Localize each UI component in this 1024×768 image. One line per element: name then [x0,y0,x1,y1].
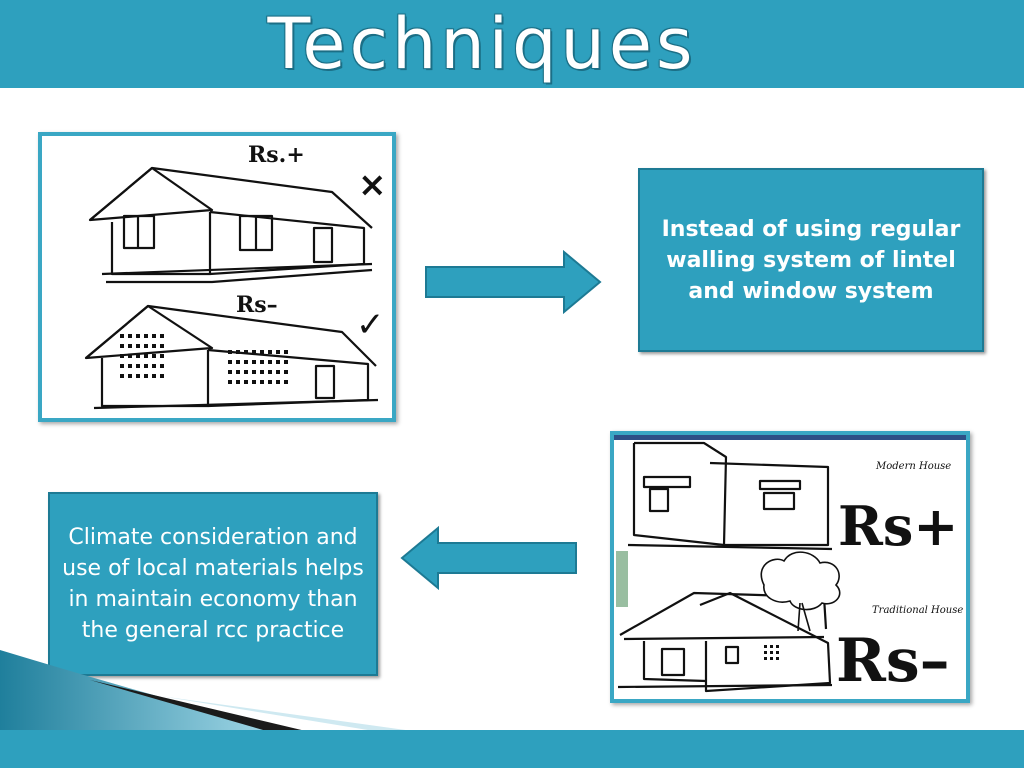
label-rs-minus-top: Rs– [236,292,278,318]
label-rs-plus-top: Rs.+ [248,142,305,168]
arrow-left-icon [400,526,577,590]
text-climate: Climate consideration and use of local m… [62,525,364,643]
header-band [0,0,1024,88]
check-mark-icon: ✓ [356,305,385,345]
slide-title-text: Techniques [267,3,697,85]
slide-title: Techniques [0,2,1024,86]
text-box-climate: Climate consideration and use of local m… [48,492,378,676]
caption-traditional-house: Traditional House [872,605,963,616]
house-sketch-drawing-top: Rs.+ × Rs– ✓ [84,142,387,410]
text-walling: Instead of using regular walling system … [661,216,961,304]
decorative-swoosh [0,650,420,732]
label-rs-plus-bottom: Rs+ [838,494,959,558]
roof-top-house [89,166,373,229]
house-sketch-image-top: Rs.+ × Rs– ✓ [38,132,396,422]
text-box-walling: Instead of using regular walling system … [638,168,984,352]
footer-band [0,730,1024,768]
arrow-right-icon [425,250,602,314]
tree-icon [760,551,841,632]
house-sketch-image-bottom: Modern House Rs+ Traditional House Rs– [610,431,970,703]
cross-mark-icon: × [358,165,387,205]
jali-pattern-right [228,350,288,384]
caption-modern-house: Modern House [875,461,951,472]
house-sketch-drawing-bottom: Modern House Rs+ Traditional House Rs– [614,435,966,696]
jali-pattern-left [120,334,164,378]
label-rs-minus-bottom: Rs– [836,626,950,696]
